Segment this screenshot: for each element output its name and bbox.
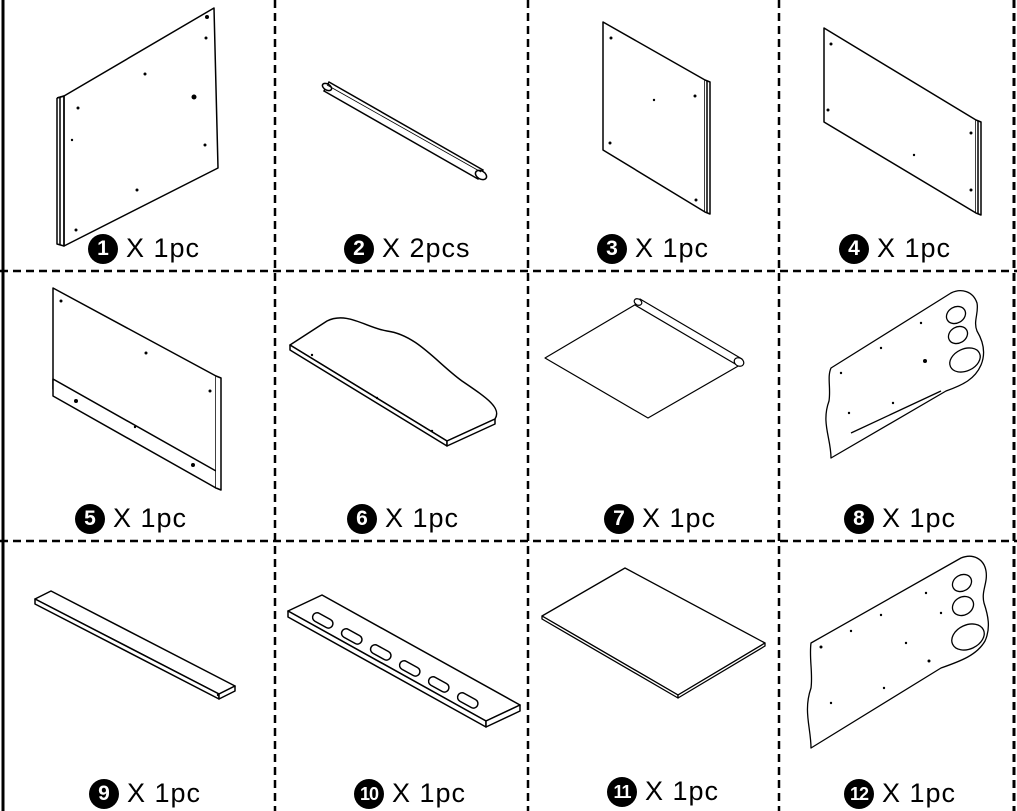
square-panel-icon (602, 21, 711, 215)
part-cell-3: 3 X 1pc (530, 0, 777, 270)
part-cell-5: 5 X 1pc (5, 273, 273, 539)
fabric-sheet-with-rod-icon (544, 298, 745, 419)
part-quantity: X 1pc (882, 778, 957, 808)
part-cell-6: 6 X 1pc (277, 273, 526, 539)
part-number-badge: 6 (347, 503, 377, 534)
round-rod-icon (321, 80, 488, 181)
part-cell-9: 9 X 1pc (5, 543, 273, 811)
part-cell-7: 7 X 1pc (530, 273, 777, 539)
part-cell-12: 12 X 1pc (781, 543, 1012, 811)
part-label-11: 11 X 1pc (607, 776, 719, 807)
part-number-badge: 7 (604, 503, 634, 534)
part-quantity: X 1pc (392, 778, 467, 808)
part-cell-11: 11 X 1pc (530, 543, 777, 811)
part-number-badge: 12 (844, 778, 874, 809)
part-quantity: X 1pc (882, 503, 957, 533)
part-label-5: 5 X 1pc (75, 503, 187, 534)
slotted-board-icon (287, 594, 521, 728)
part-label-6: 6 X 1pc (347, 503, 459, 534)
part-cell-8: 8 X 1pc (781, 273, 1012, 539)
part-quantity: X 1pc (126, 233, 201, 263)
flat-slat-icon (34, 590, 236, 700)
part-quantity: X 1pc (385, 503, 460, 533)
back-panel-with-rail-icon (52, 287, 222, 491)
thin-board-icon (541, 567, 766, 699)
part-label-1: 1 X 1pc (88, 233, 200, 264)
part-quantity: X 1pc (635, 233, 710, 263)
part-number-badge: 8 (844, 503, 874, 534)
large-panel-with-edge-strip-icon (56, 7, 219, 247)
part-number-badge: 2 (344, 233, 374, 264)
part-label-4: 4 X 1pc (839, 233, 951, 264)
part-cell-1: 1 X 1pc (5, 0, 273, 270)
part-number-badge: 4 (839, 233, 869, 264)
wide-panel-icon (823, 27, 982, 216)
part-cell-10: 10 X 1pc (277, 543, 526, 811)
part-quantity: X 2pcs (382, 233, 471, 263)
part-label-8: 8 X 1pc (844, 503, 956, 534)
part-label-10: 10 X 1pc (354, 778, 466, 809)
part-number-badge: 11 (607, 776, 637, 807)
part-quantity: X 1pc (645, 776, 720, 806)
curved-shelf-icon (289, 317, 498, 447)
part-number-badge: 1 (88, 233, 118, 264)
part-cell-4: 4 X 1pc (781, 0, 1012, 270)
part-label-2: 2 X 2pcs (344, 233, 471, 264)
side-panel-with-holes-icon (806, 555, 990, 749)
part-number-badge: 9 (89, 778, 119, 809)
part-label-7: 7 X 1pc (604, 503, 716, 534)
part-label-3: 3 X 1pc (597, 233, 709, 264)
part-number-badge: 5 (75, 503, 105, 534)
part-quantity: X 1pc (127, 778, 202, 808)
part-number-badge: 3 (597, 233, 627, 264)
part-quantity: X 1pc (642, 503, 717, 533)
part-quantity: X 1pc (877, 233, 952, 263)
part-label-12: 12 X 1pc (844, 778, 956, 809)
part-quantity: X 1pc (113, 503, 188, 533)
part-number-badge: 10 (354, 778, 384, 809)
part-cell-2: 2 X 2pcs (277, 0, 526, 270)
side-panel-with-holes-icon (825, 290, 985, 459)
part-label-9: 9 X 1pc (89, 778, 201, 809)
